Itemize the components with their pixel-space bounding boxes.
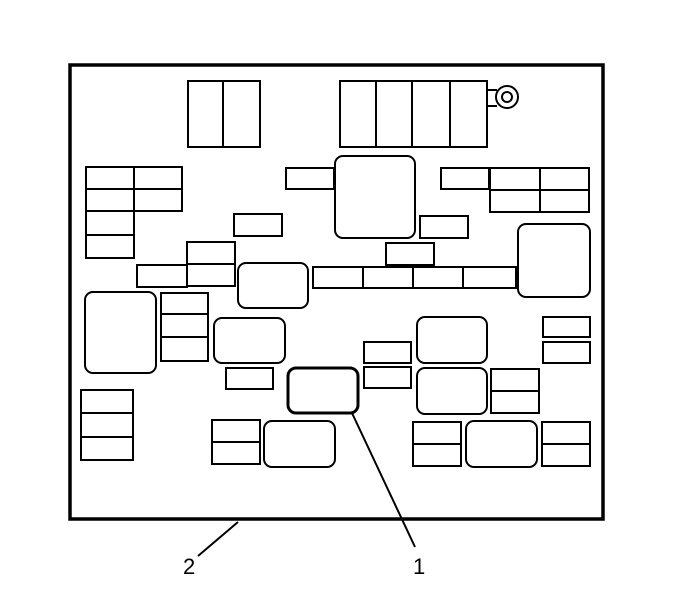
- fuse-stack-right: [542, 316, 591, 364]
- fuse-stack-lower-center-left: [211, 419, 261, 465]
- ground-stud: [487, 85, 519, 109]
- relay-mini: [263, 420, 336, 468]
- relay-large-right: [517, 223, 591, 298]
- fuse-stack-center-right: [490, 368, 540, 414]
- mini-fuse: [385, 242, 435, 266]
- relay-large-left: [84, 291, 157, 374]
- mini-fuse: [419, 215, 469, 239]
- relay-bank-top-center: [339, 80, 488, 148]
- mini-fuse: [225, 367, 274, 390]
- fuse-stack-left-upper: [85, 166, 183, 259]
- relay-mini: [213, 317, 286, 364]
- relay-callout-1: [286, 366, 360, 415]
- fuse-group-upper-right: [440, 167, 590, 213]
- fuse-stack-lower-right-a: [412, 421, 462, 467]
- callout-label-2: 2: [183, 554, 195, 579]
- fuse-stack-mid-left: [160, 292, 209, 362]
- mini-fuse: [285, 167, 335, 190]
- relay-mini: [416, 367, 488, 415]
- callout-label-1: 1: [413, 554, 425, 579]
- fuse-row-middle: [312, 266, 517, 289]
- mini-fuse: [233, 213, 283, 237]
- fuse-block-housing: [68, 63, 605, 521]
- fuse-group-mid-left: [136, 241, 236, 288]
- mini-fuse: [363, 341, 412, 364]
- relay-mini: [237, 262, 309, 309]
- relay-mini: [416, 316, 488, 364]
- relay-large-center: [334, 155, 416, 239]
- relay-pair-top-left: [187, 80, 261, 148]
- leader-line-2: [197, 521, 239, 557]
- leader-line-1: [351, 412, 416, 548]
- fuse-stack-lower-right-b: [541, 421, 591, 467]
- fuse-stack-lower-left: [80, 389, 134, 461]
- mini-fuse: [363, 366, 412, 389]
- relay-mini: [465, 420, 538, 468]
